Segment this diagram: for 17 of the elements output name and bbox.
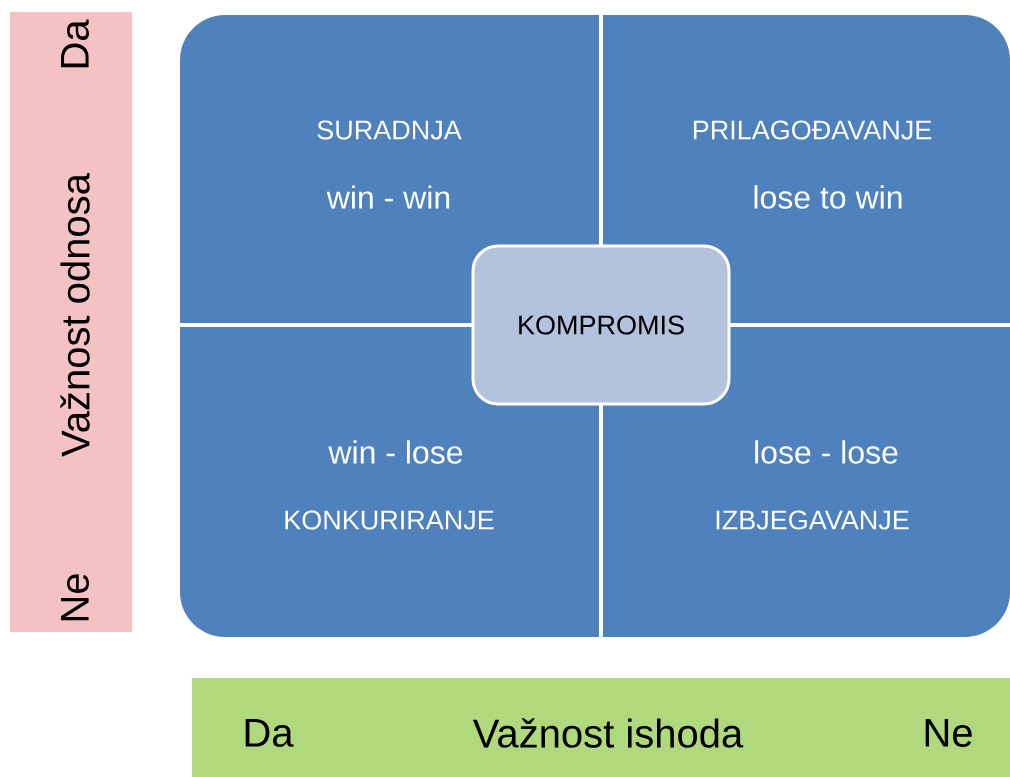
- quadrant-label: win - win: [326, 185, 450, 209]
- quadrant-label: lose - lose: [755, 440, 898, 464]
- quadrant-label: KONKURIRANJE: [285, 510, 494, 530]
- axis-band: [10, 12, 132, 632]
- axis-band: [192, 678, 1010, 777]
- axis-label: Da: [61, 19, 89, 68]
- axis-label: Važnost odnosa: [60, 173, 90, 457]
- quadrant-label: IZBJEGAVANJE: [716, 510, 909, 530]
- center-box: KOMPROMIS: [471, 244, 731, 406]
- quadrant-label: lose to win: [754, 185, 902, 209]
- axis-label: Ne: [61, 574, 89, 621]
- quadrant-label: PRILAGOĐAVANJE: [693, 120, 932, 140]
- quadrant-label: win - lose: [328, 440, 463, 464]
- axis-label: Ne: [925, 719, 972, 747]
- axis-label: Da: [245, 719, 294, 747]
- quadrant-label: SURADNJA: [317, 120, 462, 140]
- axis-label: Važnost ishoda: [472, 718, 744, 748]
